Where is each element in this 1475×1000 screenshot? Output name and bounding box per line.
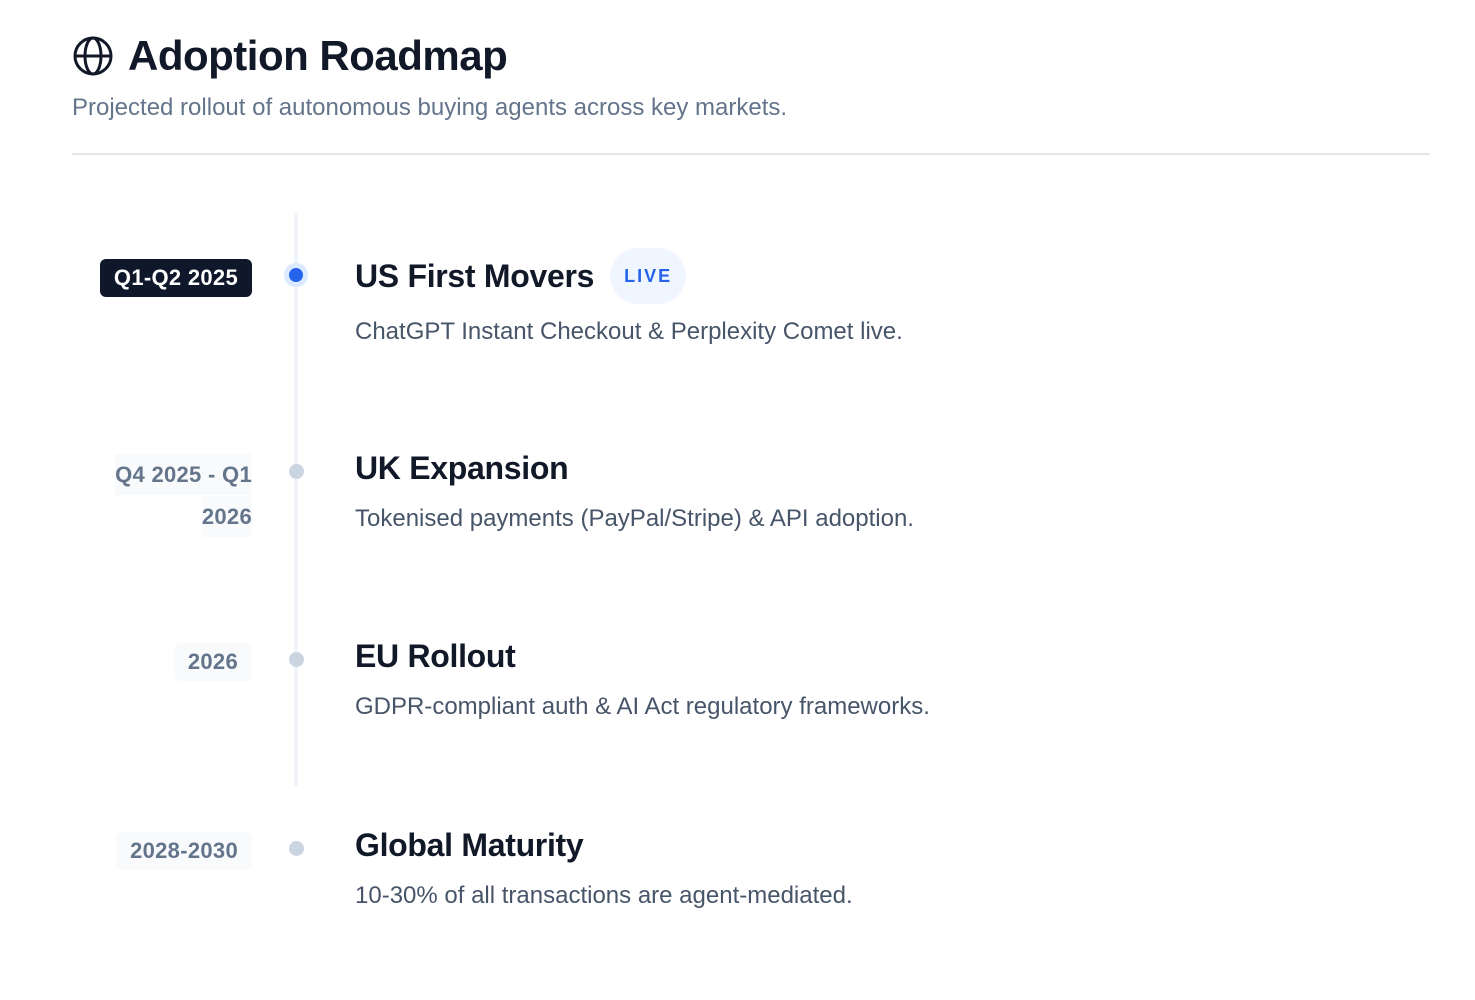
item-title: US First Movers [355,257,595,294]
item-description: ChatGPT Instant Checkout & Perplexity Co… [355,318,903,345]
timeline-rail [294,212,298,786]
date-badge: Q1-Q2 2025 [99,259,252,297]
date-line-1: Q4 2025 - Q1 [115,454,252,495]
item-title: EU Rollout [355,638,516,674]
page-subtitle: Projected rollout of autonomous buying a… [72,94,788,121]
timeline-content: UK Expansion Tokenised payments (PayPal/… [355,450,914,533]
item-title-row: US First Movers LIVE [355,248,903,304]
timeline-dot [289,652,304,667]
timeline-dot-active [289,268,303,282]
date-badge: Q4 2025 - Q1 2026 [94,454,252,538]
item-description: 10-30% of all transactions are agent-med… [355,882,853,909]
header-divider [72,153,1430,155]
timeline-content: Global Maturity 10-30% of all transactio… [355,827,853,910]
title-row: Adoption Roadmap [72,30,1430,82]
item-title: Global Maturity [355,827,584,863]
timeline-content: US First Movers LIVE ChatGPT Instant Che… [355,248,903,346]
item-description: Tokenised payments (PayPal/Stripe) & API… [355,505,914,532]
date-badge: 2026 [173,643,252,681]
timeline-dot [289,464,304,479]
page-title: Adoption Roadmap [128,32,508,79]
date-line-2: 2026 [201,496,252,537]
item-title: UK Expansion [355,450,569,486]
timeline-dot [289,841,304,856]
live-badge: LIVE [610,248,687,304]
date-badge: 2028-2030 [116,832,252,870]
item-description: GDPR-compliant auth & AI Act regulatory … [355,693,930,720]
globe-icon [73,36,113,76]
timeline-content: EU Rollout GDPR-compliant auth & AI Act … [355,638,930,721]
header: Adoption Roadmap Projected rollout of au… [72,30,1430,122]
